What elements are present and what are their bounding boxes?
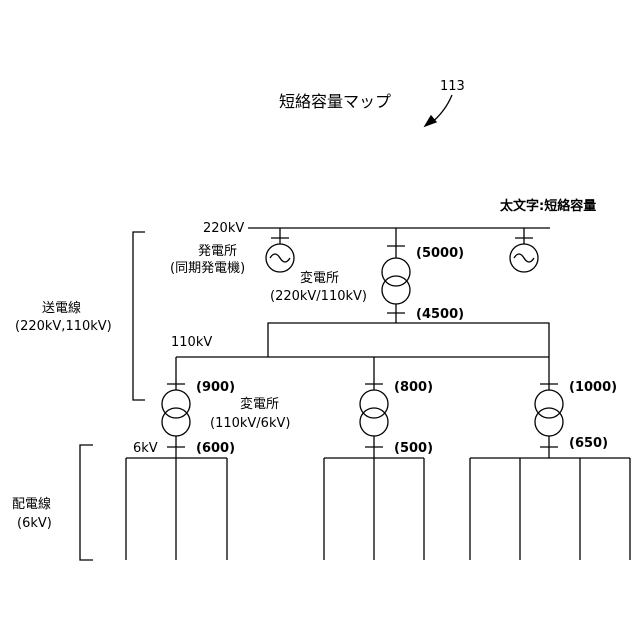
distribution-feeders-1 (126, 458, 227, 560)
sc-main-upper: (5000) (416, 246, 464, 261)
sc-sub1-upper: (900) (196, 380, 235, 395)
main-substation-label: 変電所 (300, 270, 339, 286)
sc-sub2-upper: (800) (394, 380, 433, 395)
distribution-feeders-3 (470, 458, 630, 560)
substation-2-transformer (360, 384, 388, 458)
bus-220kv-label: 220kV (203, 221, 244, 236)
transmission-line-label: 送電線 (42, 300, 81, 316)
main-transformer (382, 228, 410, 323)
substation-1-transformer (162, 384, 190, 458)
legend-note: 太文字:短絡容量 (499, 198, 596, 214)
generator-1 (266, 228, 294, 272)
distribution-bracket (80, 445, 93, 560)
sc-sub1-lower: (600) (196, 441, 235, 456)
bus-110kv-label: 110kV (171, 335, 212, 350)
sub-substation-label: 変電所 (240, 396, 279, 412)
generator-2 (510, 228, 538, 272)
sc-sub3-upper: (1000) (569, 380, 617, 395)
transmission-line-sublabel: (220kV,110kV) (15, 319, 112, 334)
sub-substation-sublabel: (110kV/6kV) (210, 416, 290, 431)
sc-sub3-lower: (650) (569, 436, 608, 451)
transmission-bracket (133, 232, 145, 400)
generator-label: 発電所 (198, 244, 237, 259)
figure-reference-number: 113 (440, 79, 465, 94)
distribution-line-sublabel: (6kV) (17, 516, 52, 531)
substation-3-transformer (535, 384, 563, 458)
main-substation-sublabel: (220kV/110kV) (270, 289, 367, 304)
bus-6kv-label: 6kV (133, 441, 158, 456)
distribution-feeders-2 (324, 458, 424, 560)
reference-arrowhead (425, 116, 436, 126)
generator-sublabel: (同期発電機) (170, 261, 245, 276)
sc-main-lower: (4500) (416, 307, 464, 322)
distribution-line-label: 配電線 (12, 496, 51, 512)
sc-sub2-lower: (500) (394, 441, 433, 456)
transmission-loop (268, 323, 549, 357)
diagram-title: 短絡容量マップ (279, 92, 391, 111)
